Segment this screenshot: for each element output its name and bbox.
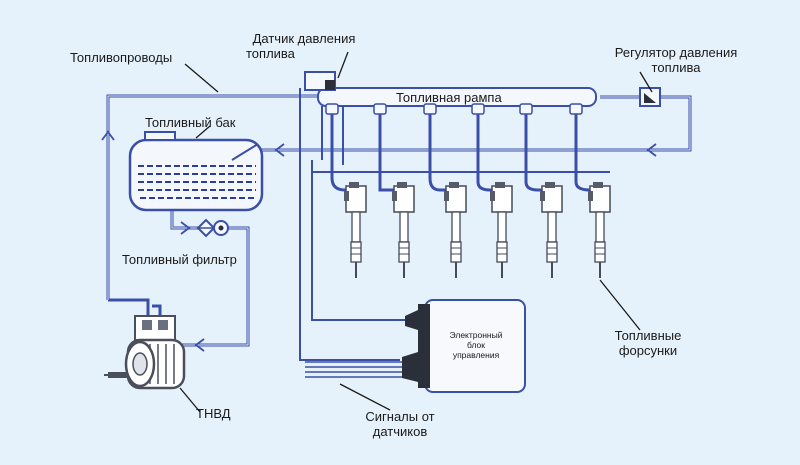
label-sensor-signals: Сигналы от датчиков [350, 409, 450, 439]
injector-5 [539, 181, 563, 279]
label-fuel-lines: Топливопроводы [70, 50, 173, 65]
label-injectors-line2: форсунки [618, 343, 678, 358]
label-sensor-signals-line1: Сигналы от [365, 409, 435, 424]
label-pressure-sensor-line2: топлива [246, 46, 295, 61]
label-fuel-tank: Топливный бак [145, 115, 236, 130]
label-ecu-line1: Электронный [449, 330, 503, 340]
injector-4 [489, 181, 513, 279]
flow-arrows [101, 130, 657, 352]
label-fuel-rail: Топливная рампа [396, 90, 502, 105]
fuel-tank [128, 131, 264, 212]
label-pressure-sensor-line1: Датчик давления [252, 31, 356, 46]
injector-6 [587, 181, 611, 279]
label-pressure-regulator-line1: Регулятор давления [614, 45, 738, 60]
fuel-filter [196, 218, 229, 238]
label-fuel-filter: Топливный фильтр [122, 252, 237, 267]
label-injectors: Топливные форсунки [598, 328, 698, 358]
label-sensor-signals-line2: датчиков [372, 424, 428, 439]
ecu [402, 299, 526, 393]
label-pressure-regulator-line2: топлива [651, 60, 701, 75]
label-injectors-line1: Топливные [614, 328, 682, 343]
pressure-sensor [304, 71, 336, 91]
injector-2 [391, 181, 415, 279]
hp-pump [104, 315, 186, 390]
injector-1 [343, 181, 367, 279]
label-hp-pump: ТНВД [196, 406, 231, 421]
label-ecu-line3: управления [452, 350, 500, 360]
label-ecu-line2: блок [467, 340, 485, 350]
fuel-rail [317, 87, 597, 107]
label-pressure-regulator: Регулятор давления топлива [596, 45, 756, 75]
label-leaders [179, 51, 653, 413]
label-pressure-sensor: Датчик давления топлива [238, 31, 370, 61]
pressure-regulator [639, 87, 661, 107]
injector-lines [330, 106, 594, 192]
sensor-signal-wires [305, 361, 410, 378]
label-ecu: Электронный блок управления [432, 330, 520, 360]
injector-3 [443, 181, 467, 279]
